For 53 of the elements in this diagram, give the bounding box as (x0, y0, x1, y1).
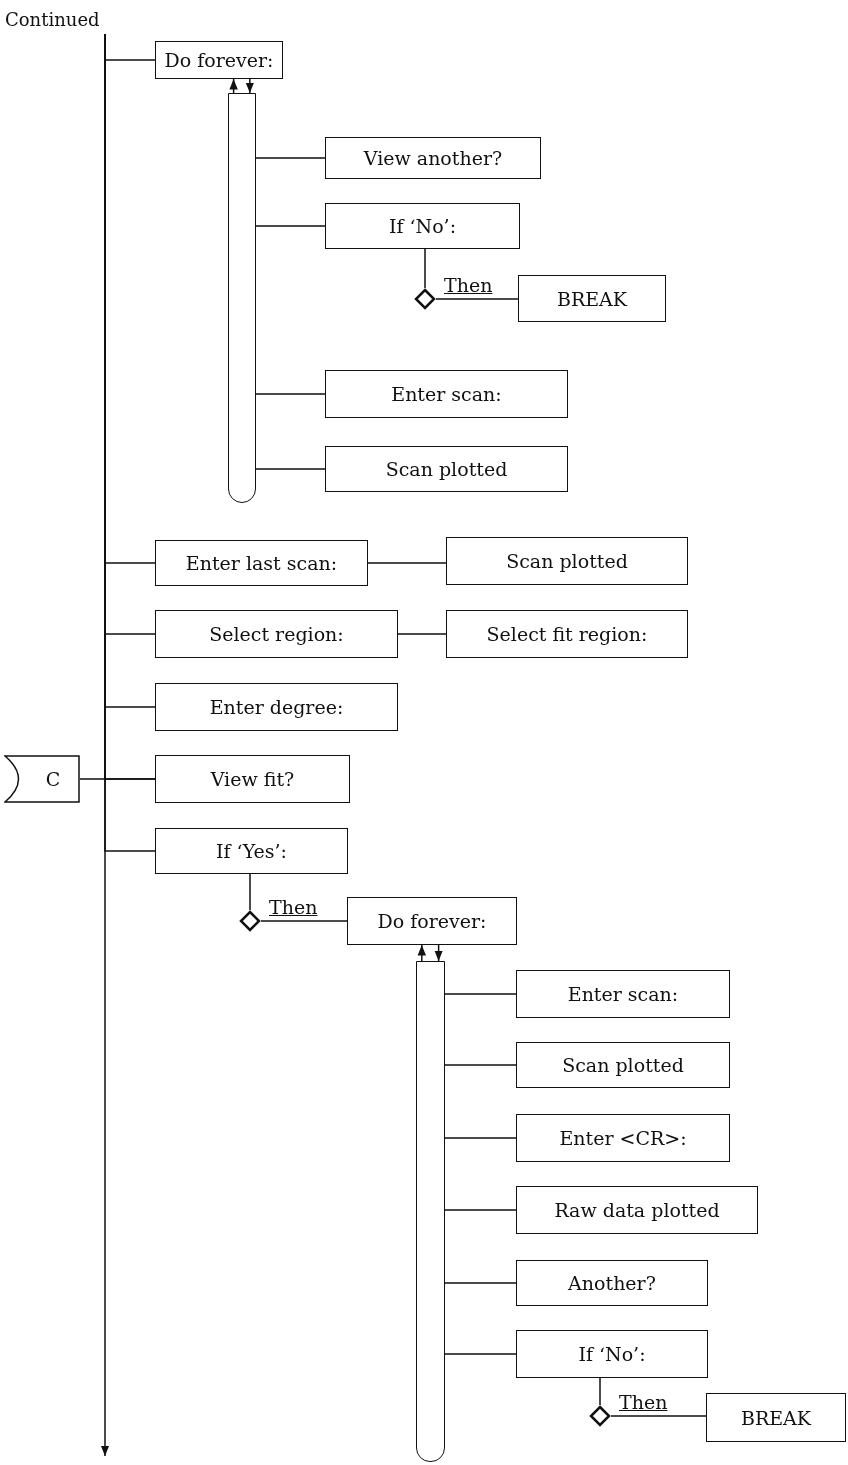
process-box: Scan plotted (446, 537, 688, 585)
process-box: Another? (516, 1260, 708, 1306)
process-box: If ‘Yes’: (155, 828, 348, 874)
connector-line (255, 157, 326, 159)
connector-line (255, 225, 326, 227)
connector-line (260, 920, 348, 922)
connector-line (610, 1415, 707, 1417)
arrow (245, 78, 255, 94)
process-box: Enter scan: (325, 370, 568, 418)
process-box: Select fit region: (446, 610, 688, 658)
connector-line (435, 298, 519, 300)
process-box: Scan plotted (325, 446, 568, 492)
process-box: Select region: (155, 610, 398, 658)
process-box: If ‘No’: (325, 203, 520, 249)
connector-line (444, 1353, 517, 1355)
loop-bar (416, 961, 445, 1462)
connector-line (255, 393, 326, 395)
connector-line (599, 1377, 601, 1406)
connector-line (255, 468, 326, 470)
connector-line (444, 1064, 517, 1066)
process-box: View another? (325, 137, 541, 179)
edge-label: Then (442, 275, 495, 295)
process-box: Do forever: (155, 41, 283, 79)
connector-line (424, 248, 426, 289)
start-label: Continued (5, 6, 165, 32)
process-box: Enter scan: (516, 970, 730, 1018)
connector-line (444, 1209, 517, 1211)
process-box: BREAK (518, 275, 666, 322)
decision-diamond (589, 1405, 611, 1427)
connector-symbol: C (4, 755, 80, 803)
process-box: View fit? (155, 755, 350, 803)
process-box: BREAK (706, 1393, 846, 1442)
loop-bar (228, 93, 256, 503)
decision-diamond (414, 288, 436, 310)
process-box: Raw data plotted (516, 1186, 758, 1234)
process-box: Enter degree: (155, 683, 398, 731)
arrow (229, 78, 238, 94)
connector-line (249, 873, 251, 911)
edge-label: Then (617, 1392, 670, 1412)
connector-line (444, 1137, 517, 1139)
edge-label: Then (267, 897, 320, 917)
arrow (417, 944, 426, 962)
arrow (434, 944, 443, 962)
decision-diamond (239, 910, 261, 932)
process-box: Do forever: (347, 897, 517, 945)
process-box: Enter <CR>: (516, 1114, 730, 1162)
process-box: Enter last scan: (155, 540, 368, 586)
connector-line (397, 633, 447, 635)
connector-line (444, 993, 517, 995)
connector-line (444, 1282, 517, 1284)
process-box: Scan plotted (516, 1042, 730, 1088)
connector-line (367, 562, 447, 564)
process-box: If ‘No’: (516, 1330, 708, 1378)
